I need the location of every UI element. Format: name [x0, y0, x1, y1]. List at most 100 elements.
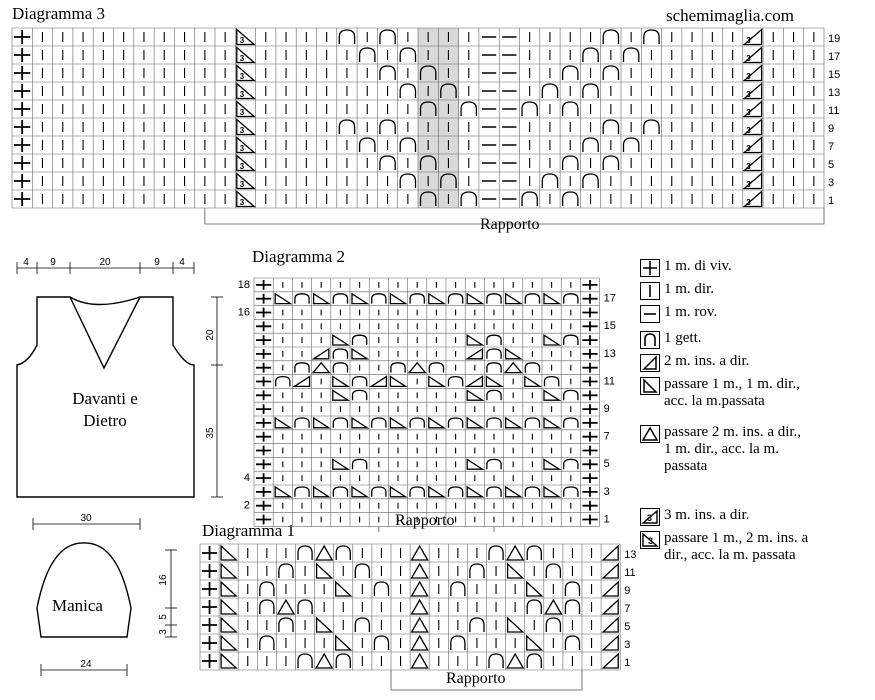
row-number: 1 [828, 195, 834, 207]
skpo-symbol [428, 416, 447, 429]
measure-top-1: 4 [23, 257, 29, 268]
k3tog-symbol: 3 [742, 172, 763, 190]
yarnover-symbol [450, 635, 466, 650]
yarnover-symbol [486, 458, 502, 470]
row-number: 11 [624, 567, 635, 579]
yarnover-symbol [297, 599, 313, 614]
yarnover-symbol [428, 362, 445, 373]
yarnover-symbol [399, 137, 417, 152]
plus-symbol [14, 84, 31, 98]
plus-symbol [582, 500, 598, 511]
sk2po-symbol [410, 562, 429, 579]
row-number: 1 [624, 657, 630, 669]
row-number: 7 [828, 141, 834, 153]
svg-text:3: 3 [240, 162, 245, 171]
yarnover-symbol [582, 137, 599, 152]
yarnover-symbol [409, 417, 425, 428]
right-triangle-symbol-icon [640, 354, 660, 372]
plus-symbol [202, 654, 218, 668]
sleeve-side-measure-3: 3 [158, 629, 169, 635]
triangle-symbol-icon [640, 425, 660, 443]
legend-text-yarnover: 1 gett. [664, 330, 702, 346]
skpo-symbol [543, 458, 562, 470]
skpo-symbol [312, 292, 332, 305]
legend-item-knit: 1 m. dir. [640, 281, 714, 300]
yarnover-symbol [561, 101, 579, 116]
plus-symbol [256, 349, 272, 359]
plus-symbol [256, 376, 272, 387]
skpo-symbol [466, 334, 485, 346]
k3tog-symbol: 3 [742, 46, 763, 64]
row-number: 13 [624, 549, 636, 561]
yarnover-symbol [351, 375, 368, 387]
plus-symbol [256, 362, 272, 373]
row-number: 5 [624, 621, 630, 633]
skpo-symbol [220, 580, 238, 597]
sk2po-symbol [276, 598, 296, 615]
arch-symbol-icon [640, 331, 660, 349]
yarnover-symbol [294, 486, 310, 497]
yarnover-symbol [563, 417, 579, 428]
yarnover-symbol [447, 486, 464, 497]
yarnover-symbol [582, 47, 599, 62]
yarnover-symbol [294, 417, 310, 428]
row-number: 18 [238, 279, 250, 291]
plus-symbol [256, 293, 272, 304]
skpo-symbol [504, 416, 524, 429]
yarnover-symbol [332, 362, 349, 373]
legend-text-purl: 1 m. rov. [664, 304, 718, 320]
sk2po-symbol [410, 616, 429, 633]
skpo-symbol [506, 562, 525, 579]
k2tog-symbol [292, 375, 311, 388]
body-schema-label: Davanti e Dietro [72, 389, 138, 430]
sk2tog-symbol: 3 [236, 172, 256, 190]
yarnover-symbol [469, 563, 485, 578]
k3tog-symbol: 3 [742, 100, 763, 118]
yarnover-symbol [409, 293, 425, 304]
skpo-symbol [335, 634, 353, 651]
skpo-symbol [526, 580, 544, 597]
sk2po-symbol [505, 652, 525, 669]
yarnover-symbol [440, 173, 457, 188]
sk2tog-symbol: 3 [236, 28, 256, 46]
sleeve-side-measure-2: 5 [158, 614, 169, 620]
yarnover-symbol [526, 599, 542, 614]
row-number: 5 [828, 159, 834, 171]
measure-top-5: 4 [179, 257, 185, 268]
skpo-symbol [506, 616, 525, 633]
yarnover-symbol [602, 155, 620, 170]
yarnover-symbol [602, 65, 620, 80]
yarnover-symbol [524, 293, 541, 304]
legend-item-sk2tog: 3 passare 1 m., 2 m. ins. a dir., acc. l… [640, 530, 808, 564]
row-number: 7 [604, 431, 610, 443]
plus-symbol [582, 459, 598, 470]
skpo-symbol [312, 485, 332, 498]
row-number: 11 [828, 105, 839, 117]
yarnover-symbol [399, 173, 417, 188]
skpo-symbol [543, 485, 562, 498]
yarnover-symbol [419, 191, 437, 206]
k2tog-symbol [601, 616, 619, 633]
yarnover-symbol [338, 29, 356, 44]
svg-text:3: 3 [240, 126, 245, 135]
diagram1-title: Diagramma 1 [202, 521, 295, 540]
svg-text:3: 3 [746, 144, 751, 153]
sk2po-symbol [410, 544, 429, 561]
sleeve-schema-drawing: 30 24 16 5 3 [32, 513, 177, 676]
sleeve-top-measure: 30 [80, 513, 92, 524]
plus-symbol [582, 362, 598, 373]
k2tog-symbol [601, 634, 619, 651]
plus-symbol [14, 102, 31, 116]
yarnover-symbol [486, 389, 502, 401]
body-schema-drawing: 4 9 20 9 4 20 35 [16, 257, 223, 498]
yarnover-symbol [543, 375, 560, 387]
row-number: 5 [604, 458, 610, 470]
yarnover-symbol [486, 293, 502, 304]
yarnover-symbol [379, 155, 396, 170]
svg-text:3: 3 [746, 90, 751, 99]
skpo-symbol [315, 562, 334, 579]
k2tog-symbol [464, 375, 484, 388]
plus-symbol [582, 280, 598, 290]
yarnover-symbol [297, 653, 313, 668]
sk2po-symbol [503, 361, 523, 374]
